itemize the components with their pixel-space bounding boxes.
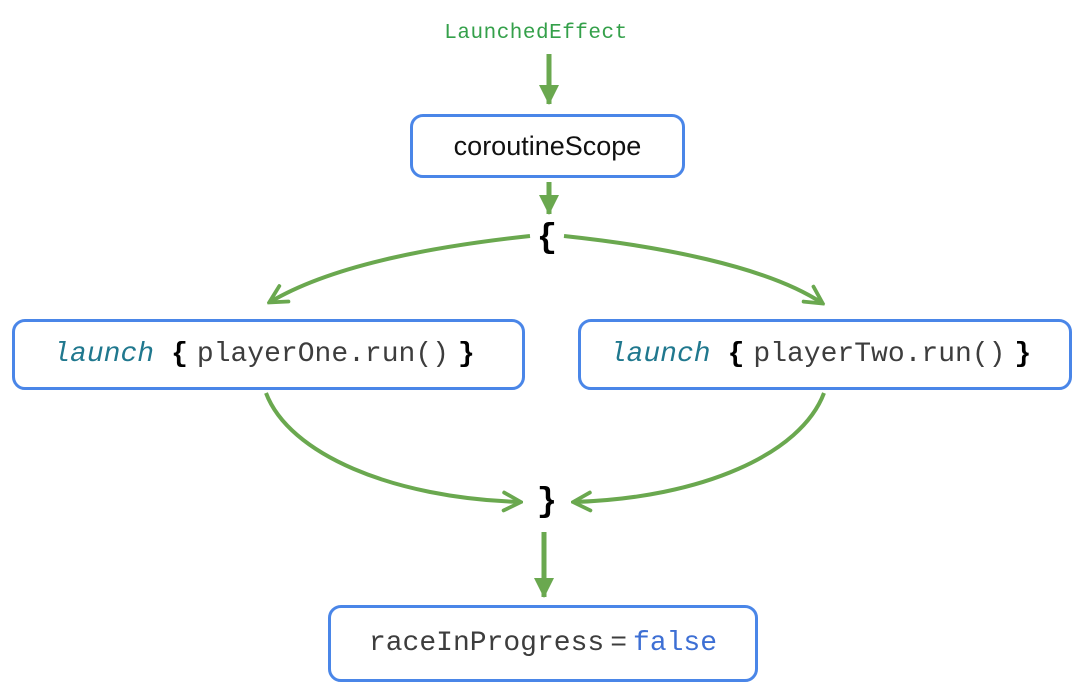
curve-open-brace-to-launch-two [563, 234, 822, 303]
close-brace: } [536, 484, 558, 522]
coroutine-scope-label: coroutineScope [453, 130, 642, 161]
curve-launch-two-to-close-brace [574, 392, 826, 502]
launch-keyword: launch [609, 339, 711, 370]
node-launch-player-one: launch { playerOne.run() } [12, 319, 525, 390]
node-launch-player-two: launch { playerTwo.run() } [578, 319, 1072, 390]
player-one-code: playerOne.run() [196, 339, 449, 370]
launch-keyword: launch [53, 339, 155, 370]
node-coroutine-scope: coroutineScope [410, 114, 685, 178]
inline-open-brace: { [727, 339, 745, 370]
open-brace: { [536, 220, 558, 258]
curve-launch-one-to-close-brace [264, 392, 520, 502]
inline-open-brace: { [171, 339, 188, 370]
false-value: false [633, 628, 718, 659]
inline-close-brace: } [1014, 339, 1032, 370]
node-race-in-progress: raceInProgress = false [328, 605, 758, 682]
curve-open-brace-to-launch-one [270, 234, 531, 302]
player-two-code: playerTwo.run() [753, 339, 1006, 370]
launched-effect-label: LaunchedEffect [444, 22, 628, 45]
race-in-progress-variable: raceInProgress [368, 628, 605, 659]
inline-close-brace: } [457, 339, 475, 370]
equals-sign: = [610, 628, 628, 659]
